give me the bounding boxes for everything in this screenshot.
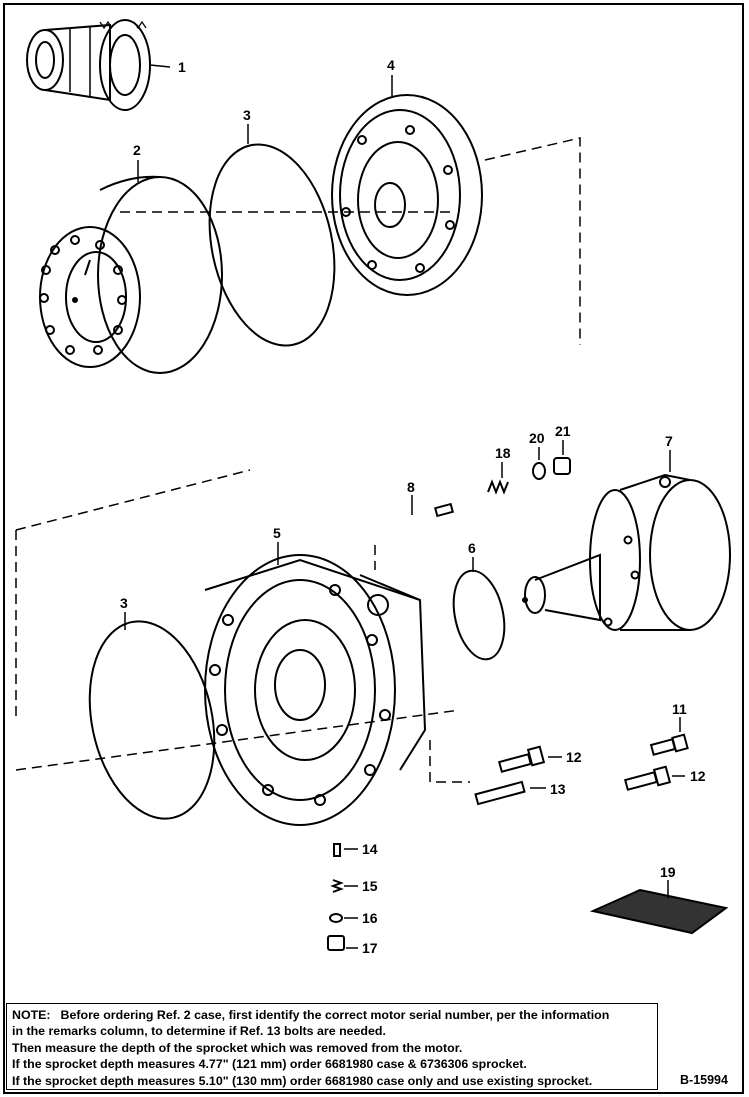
callout-19: 19 [660, 864, 676, 880]
callout-21: 21 [555, 423, 571, 439]
callout-11: 11 [672, 701, 687, 717]
part-4-gerotor [331, 94, 483, 296]
callout-8: 8 [407, 479, 415, 495]
callout-12-right: 12 [690, 768, 706, 784]
part-12-bolt-right [623, 765, 685, 791]
leader-1 [149, 64, 171, 68]
part-6-oring [452, 569, 506, 661]
callout-15: 15 [362, 878, 378, 894]
part-5-housing [204, 554, 427, 826]
callout-2: 2 [133, 142, 141, 158]
figure-id: B-15994 [680, 1073, 728, 1087]
part-16-washer [329, 913, 358, 923]
part-15-spring [330, 879, 358, 893]
part-8-fitting [411, 495, 454, 518]
part-14-pin [333, 843, 358, 857]
note-line-4: If the sprocket depth measures 4.77" (12… [12, 1057, 527, 1072]
part-18-spring [487, 462, 509, 495]
callout-12-left: 12 [566, 749, 582, 765]
callout-18: 18 [495, 445, 511, 461]
callout-6: 6 [468, 540, 476, 556]
part-7-shaft-hub [522, 473, 731, 631]
part-17-plug [327, 935, 358, 951]
callout-3-upper: 3 [243, 107, 251, 123]
part-19-decal [589, 880, 729, 935]
exploded-parts-diagram: 1 2 3 4 5 3 6 7 8 18 20 21 11 12 12 13 1… [15, 19, 731, 956]
part-1-motor-assembly [26, 19, 151, 111]
note-line-3: Then measure the depth of the sprocket w… [12, 1040, 463, 1055]
callout-13: 13 [550, 781, 566, 797]
part-2-case [39, 175, 223, 374]
note-label: NOTE: [12, 1008, 51, 1022]
callout-20: 20 [529, 430, 545, 446]
callout-17: 17 [362, 940, 378, 956]
part-20-seal [532, 447, 546, 480]
callout-7: 7 [665, 433, 673, 449]
callout-14: 14 [362, 841, 378, 857]
part-3-oring-upper [208, 143, 336, 347]
part-11-bolt [649, 717, 689, 756]
note-line-1: Before ordering Ref. 2 case, first ident… [60, 1008, 610, 1022]
callout-1: 1 [178, 59, 186, 75]
part-12-bolt-left [497, 745, 562, 773]
callout-5: 5 [273, 525, 281, 541]
note-line-5: If the sprocket depth measures 5.10" (13… [12, 1073, 593, 1088]
note-line-2: in the remarks column, to determine if R… [12, 1024, 386, 1039]
part-13-bolt [474, 780, 546, 806]
note-box: NOTE: Before ordering Ref. 2 case, first … [6, 1003, 658, 1090]
part-3-oring-lower [88, 620, 216, 820]
callout-4: 4 [387, 57, 395, 73]
callout-3-lower: 3 [120, 595, 128, 611]
part-21-plug [553, 440, 571, 475]
callout-16: 16 [362, 910, 378, 926]
